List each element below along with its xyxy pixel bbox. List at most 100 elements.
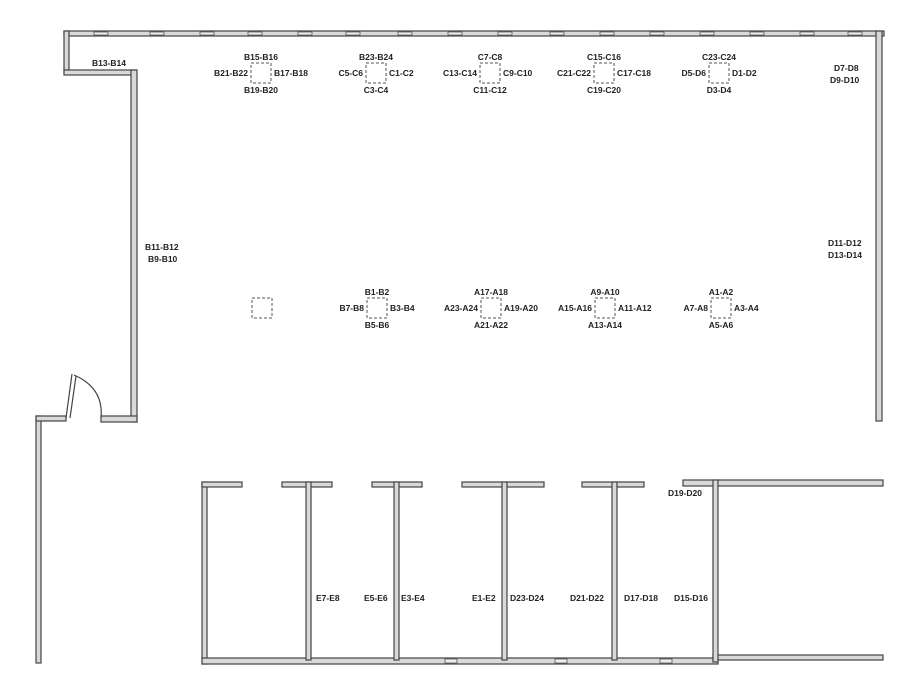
window bbox=[799, 31, 815, 36]
label-e7: E7-E8 bbox=[316, 593, 340, 603]
walls bbox=[35, 30, 885, 665]
column-outline bbox=[593, 62, 615, 84]
window bbox=[847, 31, 863, 36]
column-outline bbox=[479, 62, 501, 84]
column-outline bbox=[480, 297, 502, 319]
window bbox=[659, 658, 673, 664]
label-d13: D13-D14 bbox=[828, 250, 862, 260]
window bbox=[149, 31, 165, 36]
far-left-top-wall bbox=[35, 415, 67, 422]
column-outline bbox=[710, 297, 732, 319]
column-label-right: C17-C18 bbox=[617, 68, 651, 78]
column-label-bottom: A5-A6 bbox=[709, 320, 734, 330]
column-label-top: B15-B16 bbox=[244, 52, 278, 62]
label-e5: E5-E6 bbox=[364, 593, 388, 603]
column-outline bbox=[594, 297, 616, 319]
window bbox=[749, 31, 765, 36]
column-label-bottom: B5-B6 bbox=[365, 320, 390, 330]
label-d7: D7-D8 bbox=[834, 63, 859, 73]
column-label-right: A11-A12 bbox=[618, 303, 652, 313]
column-label-top: B23-B24 bbox=[359, 52, 393, 62]
window bbox=[247, 31, 263, 36]
column-label-top: C7-C8 bbox=[478, 52, 503, 62]
column-label-left: C21-C22 bbox=[557, 68, 591, 78]
column-label-bottom: B19-B20 bbox=[244, 85, 278, 95]
bottom-wall bbox=[201, 657, 719, 665]
window bbox=[297, 31, 313, 36]
notch-wall bbox=[63, 69, 137, 76]
window bbox=[199, 31, 215, 36]
label-b11: B11-B12 bbox=[145, 242, 179, 252]
column-label-right: C1-C2 bbox=[389, 68, 414, 78]
column-label-right: A3-A4 bbox=[734, 303, 759, 313]
label-d9: D9-D10 bbox=[830, 75, 860, 85]
label-e1: E1-E2 bbox=[472, 593, 496, 603]
column-label-top: C23-C24 bbox=[702, 52, 736, 62]
lower-left-cap bbox=[201, 481, 243, 488]
column-label-left: B7-B8 bbox=[339, 303, 364, 313]
wall-labels: B13-B14 B11-B12 B9-B10 D7-D8 D9-D10 D11-… bbox=[92, 58, 862, 498]
label-d21: D21-D22 bbox=[570, 593, 604, 603]
left-inner-wall bbox=[130, 69, 138, 423]
window bbox=[599, 31, 615, 36]
column-label-right: C9-C10 bbox=[503, 68, 533, 78]
partition-1 bbox=[305, 481, 312, 661]
column-label-top: A9-A10 bbox=[590, 287, 620, 297]
lower-left-wall bbox=[201, 481, 208, 665]
column-label-top: C15-C16 bbox=[587, 52, 621, 62]
column-label-left: B21-B22 bbox=[214, 68, 248, 78]
right-wall bbox=[875, 30, 883, 422]
window bbox=[554, 658, 568, 664]
column-label-right: A19-A20 bbox=[504, 303, 538, 313]
far-left-outer-wall bbox=[35, 415, 42, 664]
label-d11: D11-D12 bbox=[828, 238, 862, 248]
column-outline bbox=[365, 62, 387, 84]
column-outline bbox=[251, 297, 273, 319]
column-label-left: A7-A8 bbox=[683, 303, 708, 313]
bottom-right-wall bbox=[712, 654, 884, 661]
label-b9: B9-B10 bbox=[148, 254, 178, 264]
column-label-top: A17-A18 bbox=[474, 287, 508, 297]
column-plain bbox=[251, 297, 273, 319]
window bbox=[397, 31, 413, 36]
window bbox=[497, 31, 513, 36]
column-label-bottom: D3-D4 bbox=[707, 85, 732, 95]
window bbox=[699, 31, 715, 36]
window bbox=[447, 31, 463, 36]
door-sill-wall bbox=[100, 415, 138, 423]
window bbox=[444, 658, 458, 664]
window bbox=[649, 31, 665, 36]
door bbox=[65, 373, 102, 419]
top-left-stub-wall bbox=[63, 30, 70, 74]
label-d17: D17-D18 bbox=[624, 593, 658, 603]
column-label-bottom: A21-A22 bbox=[474, 320, 508, 330]
column-outline bbox=[250, 62, 272, 84]
column-label-right: B17-B18 bbox=[274, 68, 308, 78]
partition-5 bbox=[712, 479, 719, 663]
column-label-bottom: C11-C12 bbox=[473, 85, 507, 95]
column-label-left: A15-A16 bbox=[558, 303, 592, 313]
window bbox=[345, 31, 361, 36]
partition-3 bbox=[501, 481, 508, 661]
column-label-right: B3-B4 bbox=[390, 303, 415, 313]
window bbox=[93, 31, 109, 36]
column-label-left: C13-C14 bbox=[443, 68, 477, 78]
bay-labels: E7-E8 E5-E6 E3-E4 E1-E2 D23-D24 D21-D22 … bbox=[316, 593, 708, 603]
lower-right-top-wall bbox=[682, 479, 884, 487]
door-swing-arc bbox=[73, 374, 102, 419]
door-leaf bbox=[65, 373, 73, 419]
column-label-bottom: C19-C20 bbox=[587, 85, 621, 95]
label-d23: D23-D24 bbox=[510, 593, 544, 603]
windows bbox=[93, 31, 863, 664]
partition-4 bbox=[611, 481, 618, 661]
